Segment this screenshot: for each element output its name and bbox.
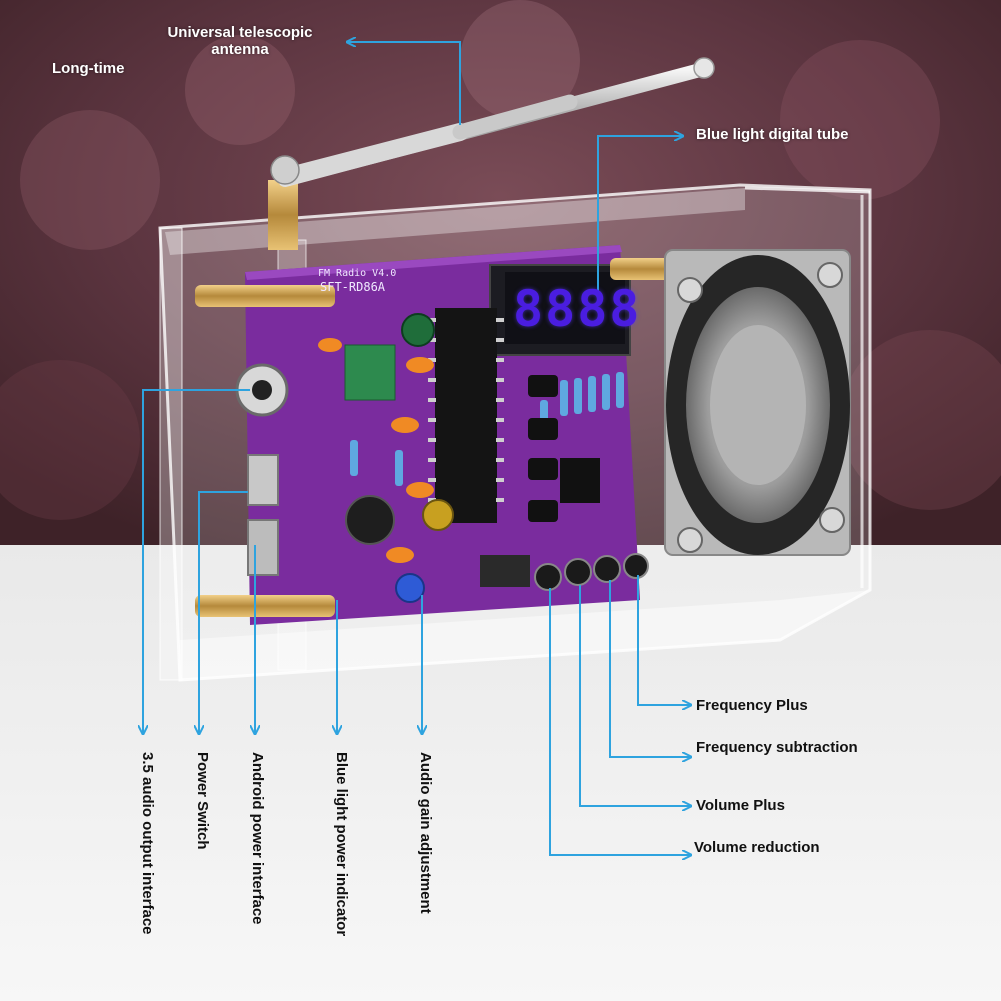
label-blue-tube: Blue light digital tube — [696, 126, 849, 143]
label-audio-gain: Audio gain adjustment — [417, 752, 434, 914]
pcb-title-2: SFT-RD86A — [320, 280, 386, 294]
label-antenna-line2: antenna — [211, 41, 269, 58]
freq-plus-callout — [637, 575, 690, 705]
label-power-switch: Power Switch — [194, 752, 211, 850]
telescopic-antenna — [268, 57, 715, 250]
label-vol-plus: Volume Plus — [696, 797, 785, 814]
blue-tube-callout — [597, 136, 682, 292]
speaker — [664, 249, 851, 556]
digital-tube-display: 8888 — [513, 280, 642, 338]
antenna-callout — [348, 42, 461, 125]
audio-out-callout — [143, 389, 250, 733]
bokeh-spots — [0, 0, 1001, 520]
vol-plus-callout — [579, 585, 690, 806]
freq-sub-callout — [609, 580, 690, 757]
label-freq-sub: Frequency subtraction — [696, 739, 858, 756]
white-table — [0, 545, 1001, 1001]
power-switch-callout — [199, 491, 248, 733]
label-blue-indicator: Blue light power indicator — [333, 752, 350, 937]
label-antenna-line1: Universal telescopic — [167, 24, 313, 41]
label-antenna: Universal telescopic antenna — [150, 24, 330, 58]
purple-pcb — [235, 245, 649, 625]
label-long-time: Long-time — [52, 60, 125, 77]
pcb-title-1: FM Radio V4.0 — [318, 268, 397, 279]
label-freq-plus: Frequency Plus — [696, 697, 808, 714]
label-android-power: Android power interface — [249, 752, 266, 925]
label-audio-out: 3.5 audio output interface — [139, 752, 156, 935]
vol-red-callout — [549, 588, 690, 855]
label-vol-red: Volume reduction — [694, 839, 820, 856]
callout-lines — [143, 42, 690, 855]
brass-standoffs — [195, 258, 670, 617]
